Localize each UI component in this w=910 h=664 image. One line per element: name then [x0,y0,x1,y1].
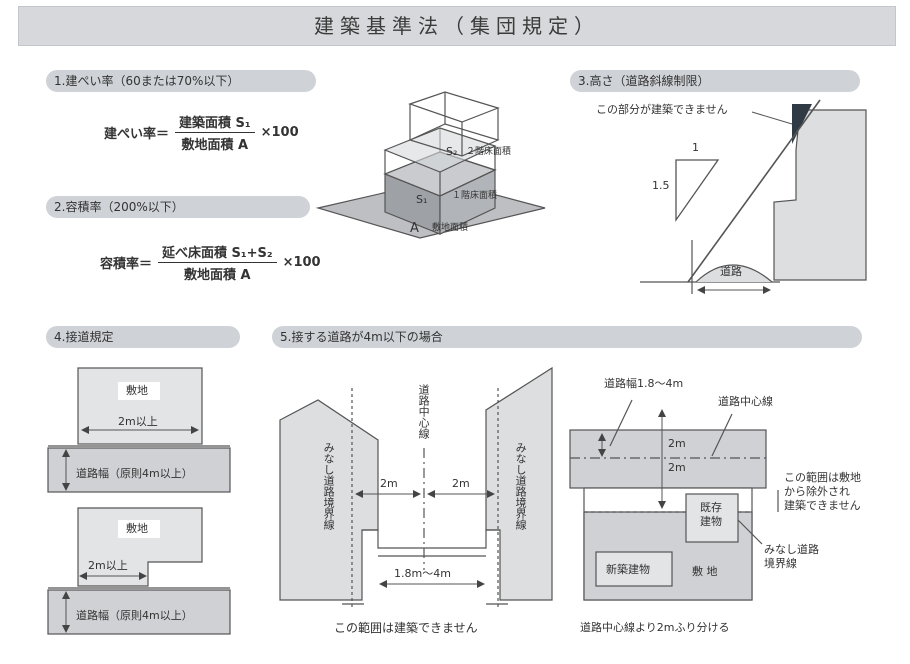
section-5-heading: 5.接する道路が4m以下の場合 [272,326,862,348]
box-a-label: A [410,221,419,236]
section-3-heading: 3.高さ（道路斜線制限） [570,70,860,92]
no-build-note: この範囲は建築できません [334,621,478,635]
centerline-label-2: 道路中心線 [718,395,773,408]
left-offset-label: 2m [380,477,398,490]
existing-building-label-1: 既存 [700,501,722,514]
slant-line [687,99,821,283]
floor-area-multiplier: ×100 [282,255,321,270]
excluded-note-3: 建築できません [784,499,861,512]
site-label: 敷 地 [692,565,718,578]
centerline-label: 道路中心線 [417,384,431,439]
floor-area-ratio-label: 容積率＝ [100,257,153,272]
right-offset-label: 2m [452,477,470,490]
section-2-heading: 2.容積率（200%以下） [46,196,310,218]
left-boundary-label: みなし道路境界線 [322,442,336,530]
coverage-multiplier: ×100 [260,125,299,140]
isometric-building-diagram [315,91,546,239]
box-s2-label: S₂ [446,145,458,158]
road-width-2: 道路幅（原則4m以上） [76,609,193,622]
offset-label-lower: 2m [668,461,686,474]
box-a-note: 敷地面積 [432,223,469,233]
road-width-1: 道路幅（原則4m以上） [76,467,193,480]
road-width-range: 1.8m〜4m [394,567,451,580]
coverage-numerator: 建築面積 S₁ [175,112,255,133]
new-building [595,551,673,587]
title-bar: 建築基準法（集団規定） [18,6,896,46]
section-1-heading: 1.建ぺい率（60または70%以下） [46,70,316,92]
section-4-heading: 4.接道規定 [46,326,240,348]
existing-building-label-2: 建物 [700,515,722,528]
narrow-road-diagram [279,366,553,610]
frontage-dim-1: 2m以上 [118,415,158,428]
frontage-dim-2: 2m以上 [88,559,128,572]
frontage-diagram-2 [47,507,231,635]
floor-area-numerator: 延べ床面積 S₁+S₂ [158,242,277,263]
right-boundary-label: みなし道路境界線 [514,442,528,530]
box-s1-note: １階床面積 [452,191,498,201]
setback-note: 道路中心線より2mふり分ける [580,621,730,634]
restricted-note: この部分が建築できません [596,103,728,116]
coverage-denominator: 敷地面積 A [181,138,249,153]
road-slant-diagram [640,99,867,294]
lot-label-2: 敷地 [126,522,148,535]
offset-label-upper: 2m [668,437,686,450]
new-building-label: 新築建物 [606,563,650,576]
box-s2-note: ２階床面積 [466,147,512,157]
road-width-note: 道路幅1.8〜4m [604,377,684,390]
lot-label-1: 敷地 [126,384,148,397]
excluded-note-1: この範囲は敷地 [784,471,861,484]
deemed-boundary-label-2: 境界線 [764,557,797,570]
page-title: 建築基準法（集団規定） [314,14,600,38]
slope-rise-label: 1.5 [652,179,670,192]
box-s1-label: S₁ [416,193,428,206]
existing-building [685,493,739,543]
slope-triangle [675,159,720,223]
coverage-ratio-formula: 建ぺい率＝ 建築面積 S₁ 敷地面積 A ×100 [104,112,299,153]
floor-area-ratio-formula: 容積率＝ 延べ床面積 S₁+S₂ 敷地面積 A ×100 [100,242,321,283]
floor-area-denominator: 敷地面積 A [183,268,251,283]
road-label: 道路 [720,265,742,278]
frontage-diagram-1 [47,367,231,493]
setback-diagram [569,399,779,601]
excluded-note-2: から除外され [784,485,850,498]
road-arc [695,264,773,283]
coverage-ratio-label: 建ぺい率＝ [104,127,170,142]
building-section [773,109,867,281]
slope-run-label: 1 [692,141,699,154]
deemed-boundary-label-1: みなし道路 [764,543,819,556]
